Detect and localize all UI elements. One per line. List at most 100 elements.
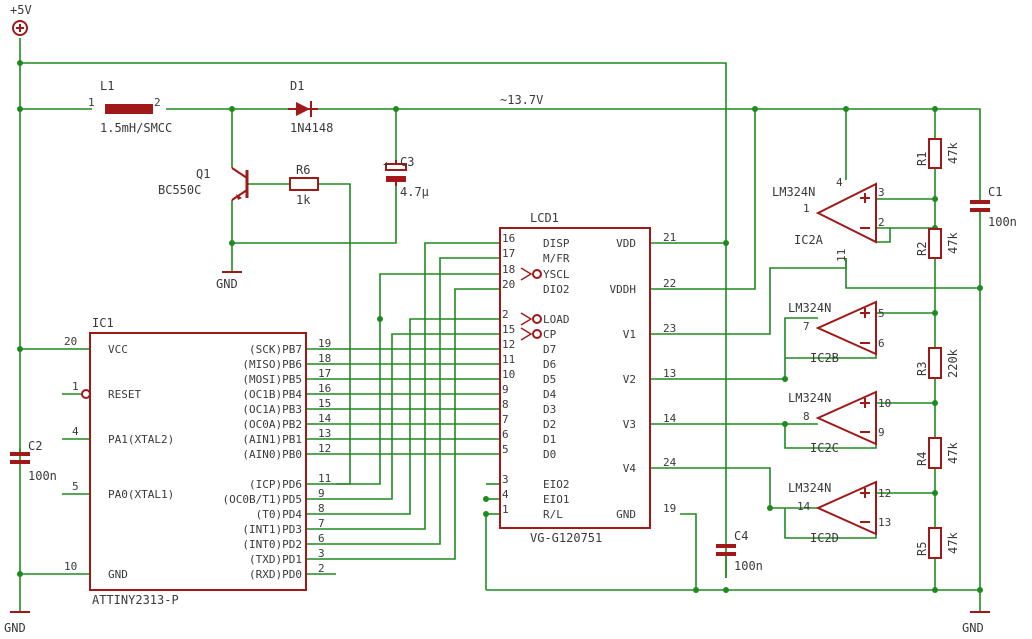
opamp-pin: 11 bbox=[835, 249, 848, 262]
ic1-right-pin-name: (SCK)PB7 bbox=[249, 343, 302, 356]
ic1-right-pin-name: (MOSI)PB5 bbox=[242, 373, 302, 386]
wires bbox=[19, 38, 981, 612]
lcd1-left-pin-num: 10 bbox=[502, 368, 515, 381]
ic1-right-pin-name: (RXD)PD0 bbox=[249, 568, 302, 581]
ic1-left-pin-name: RESET bbox=[108, 388, 141, 401]
c2-ref: C2 bbox=[28, 439, 42, 453]
lcd1-right-pin-name: V3 bbox=[623, 418, 636, 431]
lcd1-left-pin-name: D5 bbox=[543, 373, 556, 386]
l1-ref: L1 bbox=[100, 79, 114, 93]
ic1-ref: IC1 bbox=[92, 316, 114, 330]
opamp-unit: IC2D bbox=[810, 531, 839, 545]
capacitor-c1: C1 100n bbox=[970, 185, 1017, 229]
c3-plus: + bbox=[383, 158, 390, 171]
ground-symbol-right: GND bbox=[962, 611, 990, 635]
ic1-left-pin-num: 1 bbox=[72, 380, 79, 393]
lcd1-left-pin-name: YSCL bbox=[543, 268, 570, 281]
lcd1-left-pin-name: DIO2 bbox=[543, 283, 570, 296]
lcd1-left-pin-name: D0 bbox=[543, 448, 556, 461]
c4-value: 100n bbox=[734, 559, 763, 573]
vcc-label: +5V bbox=[10, 3, 32, 17]
opamp-ic2b: LM324N IC2B 7 5 6 bbox=[788, 300, 885, 365]
lcd1-right-pin-num: 23 bbox=[663, 322, 676, 335]
lcd1-right-pin-name: V1 bbox=[623, 328, 636, 341]
opamp-ic2a: LM324N IC2A 1 3 2 4 11 bbox=[772, 176, 885, 262]
r5-value: 47k bbox=[946, 532, 960, 554]
r6-value: 1k bbox=[296, 193, 311, 207]
lcd1-left-pin-name: D4 bbox=[543, 388, 557, 401]
lcd1-left-pin-num: 2 bbox=[502, 308, 509, 321]
lcd1-right-pin-num: 22 bbox=[663, 277, 676, 290]
ground-symbol-left: GND bbox=[4, 611, 30, 635]
lcd1-left-pin-num: 18 bbox=[502, 263, 515, 276]
resistor-r6: R6 1k bbox=[289, 163, 319, 207]
ic1-left-pin-num: 20 bbox=[64, 335, 77, 348]
ic1-right-pin-name: (OC1B)PB4 bbox=[242, 388, 302, 401]
lcd1-right-pin-name: VDDH bbox=[610, 283, 637, 296]
ic1-right-pin-num: 17 bbox=[318, 367, 331, 380]
ic1-left-pin-name: VCC bbox=[108, 343, 128, 356]
gnd-label-q1: GND bbox=[216, 277, 238, 291]
ic1-right-pin-name: (T0)PD4 bbox=[256, 508, 303, 521]
lcd1-left-pin-num: 16 bbox=[502, 232, 515, 245]
resistor-r1: R1 47k bbox=[915, 138, 960, 169]
ic1-left-pin-name: PA0(XTAL1) bbox=[108, 488, 174, 501]
ic1-right-pin-num: 3 bbox=[318, 547, 325, 560]
lcd1-left-pin-num: 15 bbox=[502, 323, 515, 336]
ic1-right-pin-num: 6 bbox=[318, 532, 325, 545]
lcd1-right-pin-num: 24 bbox=[663, 456, 677, 469]
ic1-right-pin-num: 18 bbox=[318, 352, 331, 365]
r6-ref: R6 bbox=[296, 163, 310, 177]
ic1-right-pin-name: (AIN0)PB0 bbox=[242, 448, 302, 461]
q1-ref: Q1 bbox=[196, 167, 210, 181]
r2-ref: R2 bbox=[915, 242, 929, 256]
opamp-ic2d: LM324N IC2D 14 12 13 bbox=[788, 480, 891, 545]
lcd1-left-pin-num: 20 bbox=[502, 278, 515, 291]
lcd1-left-pin-num: 9 bbox=[502, 383, 509, 396]
lcd1-left-pins: DISP16M/FR17YSCL18DIO220LOAD2CP15D712D61… bbox=[502, 232, 570, 521]
opamp-pin: 4 bbox=[836, 176, 843, 189]
opamp-pin: 1 bbox=[803, 202, 810, 215]
ic1-left-pin-num: 5 bbox=[72, 480, 79, 493]
lcd1-right-pin-num: 19 bbox=[663, 502, 676, 515]
lcd1-left-pin-name: D2 bbox=[543, 418, 556, 431]
ic1-right-pin-name: (AIN1)PB1 bbox=[242, 433, 302, 446]
lcd1-left-pin-name: EIO1 bbox=[543, 493, 570, 506]
c3-ref: C3 bbox=[400, 155, 414, 169]
lcd1-left-pin-num: 7 bbox=[502, 413, 509, 426]
ic1-right-pin-name: (OC0B/T1)PD5 bbox=[223, 493, 302, 506]
ic1-right-pin-name: (INT0)PD2 bbox=[242, 538, 302, 551]
r2-value: 47k bbox=[946, 232, 960, 254]
ic1-right-pin-name: (MISO)PB6 bbox=[242, 358, 302, 371]
lcd1-left-pin-num: 3 bbox=[502, 473, 509, 486]
capacitor-c4: C4 100n bbox=[716, 529, 763, 573]
opamp-pin: 9 bbox=[878, 426, 885, 439]
opamp-part: LM324N bbox=[772, 185, 815, 199]
d1-ref: D1 bbox=[290, 79, 304, 93]
lcd1-right-pin-name: VDD bbox=[616, 237, 636, 250]
r5-ref: R5 bbox=[915, 542, 929, 556]
c1-value: 100n bbox=[988, 215, 1017, 229]
gnd-label-right: GND bbox=[962, 621, 984, 635]
lcd1-module: LCD1 VG-G120751 DISP16M/FR17YSCL18DIO220… bbox=[499, 211, 677, 545]
opamp-pin: 12 bbox=[878, 487, 891, 500]
r3-ref: R3 bbox=[915, 362, 929, 376]
gnd-label-left: GND bbox=[4, 621, 26, 635]
r4-ref: R4 bbox=[915, 452, 929, 466]
lcd1-right-pin-name: GND bbox=[616, 508, 636, 521]
opamp-pin: 7 bbox=[803, 320, 810, 333]
lcd1-left-pin-num: 8 bbox=[502, 398, 509, 411]
ic1-right-pin-num: 14 bbox=[318, 412, 332, 425]
lcd1-left-pin-num: 1 bbox=[502, 503, 509, 516]
ic1-right-pin-name: (TXD)PD1 bbox=[249, 553, 302, 566]
r1-value: 47k bbox=[946, 142, 960, 164]
c4-ref: C4 bbox=[734, 529, 748, 543]
ic1-left-pin-name: GND bbox=[108, 568, 128, 581]
r4-value: 47k bbox=[946, 442, 960, 464]
lcd1-left-pin-name: LOAD bbox=[543, 313, 570, 326]
l1-pin2: 2 bbox=[154, 96, 161, 109]
lcd1-right-pin-num: 14 bbox=[663, 412, 677, 425]
opamp-pin: 2 bbox=[878, 216, 885, 229]
